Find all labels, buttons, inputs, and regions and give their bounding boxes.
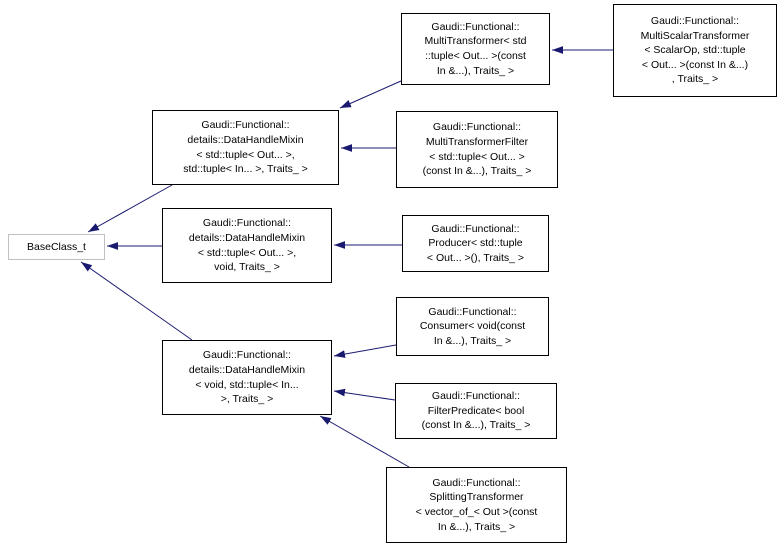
node-splittingtransformer[interactable]: Gaudi::Functional:: SplittingTransformer… bbox=[386, 467, 567, 543]
node-multiscalartransformer[interactable]: Gaudi::Functional:: MultiScalarTransform… bbox=[613, 4, 777, 97]
edge-splittingtransformer-to-datahandlemixin-void-in bbox=[319, 415, 410, 468]
node-multitransformer[interactable]: Gaudi::Functional:: MultiTransformer< st… bbox=[401, 13, 550, 85]
node-filterpredicate[interactable]: Gaudi::Functional:: FilterPredicate< boo… bbox=[395, 383, 557, 439]
node-multitransformerfilter[interactable]: Gaudi::Functional:: MultiTransformerFilt… bbox=[396, 111, 558, 188]
edge-filterpredicate-to-datahandlemixin-void-in bbox=[333, 388, 396, 401]
node-datahandlemixin-out-void[interactable]: Gaudi::Functional:: details::DataHandleM… bbox=[162, 208, 332, 283]
node-datahandlemixin-out-in[interactable]: Gaudi::Functional:: details::DataHandleM… bbox=[152, 110, 339, 185]
node-producer[interactable]: Gaudi::Functional:: Producer< std::tuple… bbox=[402, 215, 549, 272]
node-consumer[interactable]: Gaudi::Functional:: Consumer< void(const… bbox=[396, 297, 549, 356]
edge-multitransformer-to-datahandlemixin-out-in bbox=[339, 80, 402, 109]
node-datahandlemixin-void-in[interactable]: Gaudi::Functional:: details::DataHandleM… bbox=[162, 340, 332, 415]
node-baseclass-t: BaseClass_t bbox=[8, 234, 105, 260]
edge-consumer-to-datahandlemixin-void-in bbox=[333, 344, 397, 358]
edge-datahandlemixin-void-in-to-baseclass bbox=[80, 261, 193, 341]
edge-datahandlemixin-out-in-to-baseclass bbox=[87, 184, 173, 233]
